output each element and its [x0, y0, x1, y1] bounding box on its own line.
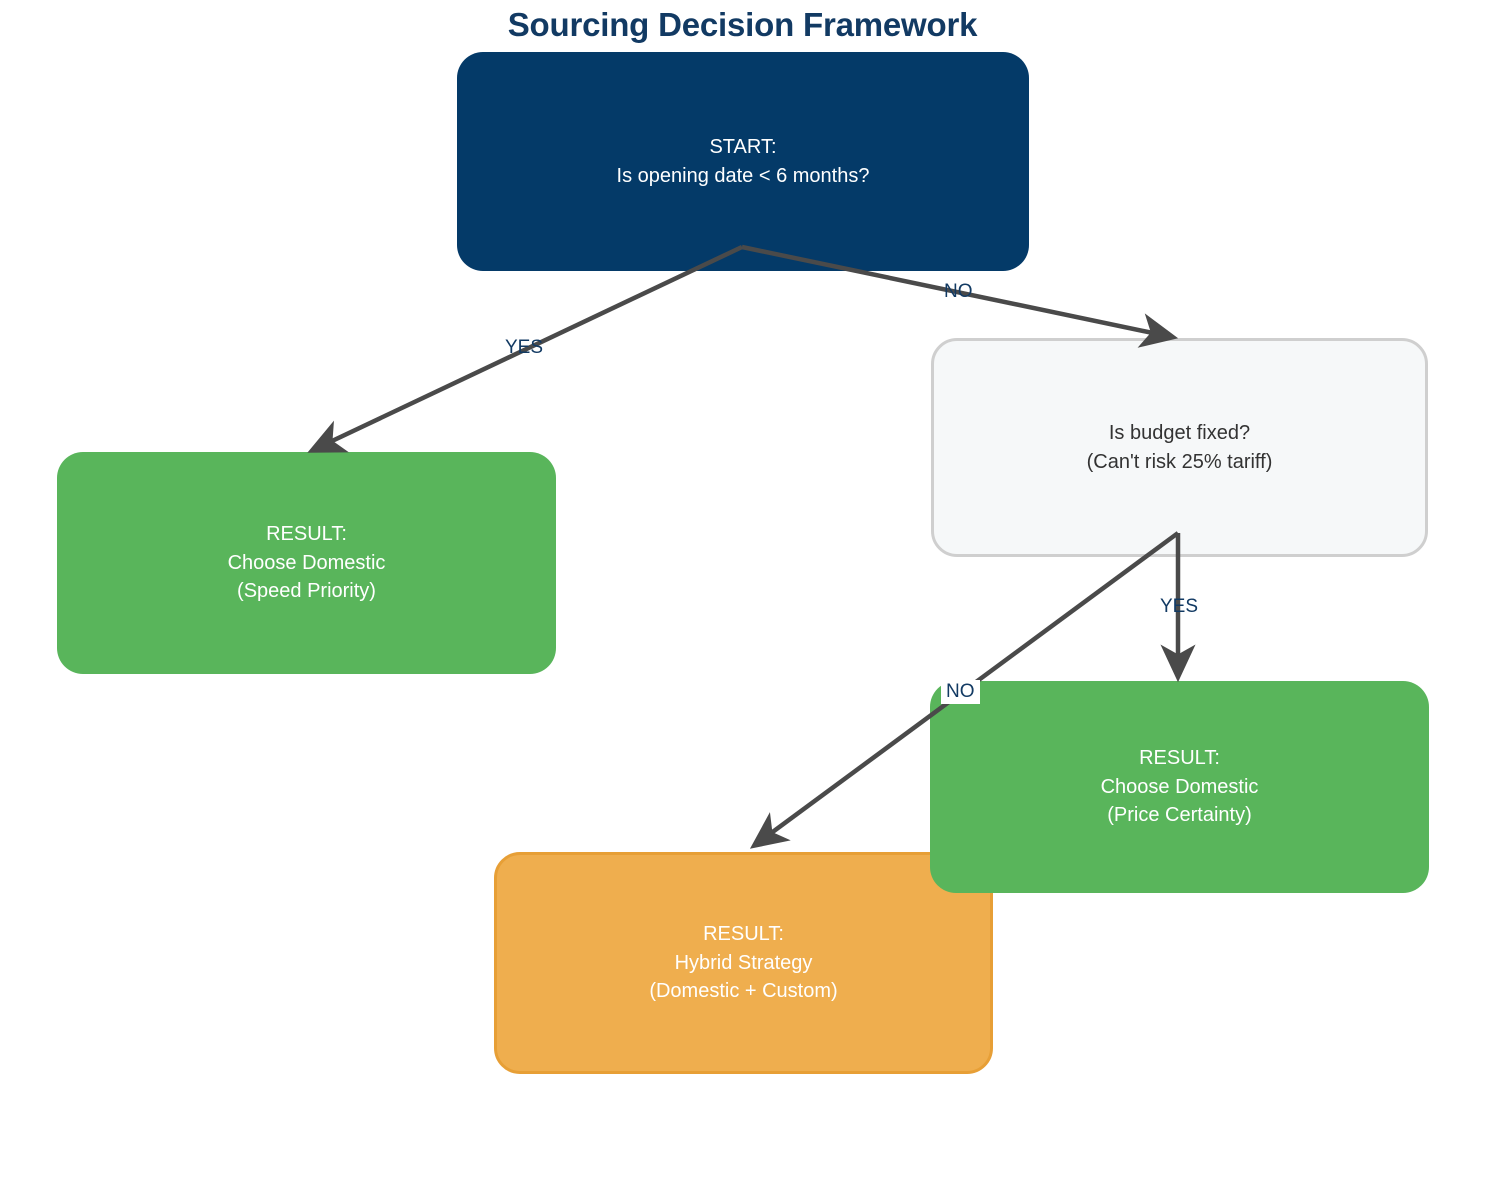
- edge-label-budget-no: NO: [941, 680, 980, 704]
- node-start[interactable]: START: Is opening date < 6 months?: [457, 52, 1029, 271]
- page-title: Sourcing Decision Framework: [507, 6, 978, 43]
- node-result-speed-priority[interactable]: RESULT: Choose Domestic (Speed Priority): [57, 452, 556, 674]
- node-decision-budget[interactable]: Is budget fixed? (Can't risk 25% tariff): [931, 338, 1428, 557]
- node-result-hybrid-strategy[interactable]: RESULT: Hybrid Strategy (Domestic + Cust…: [494, 852, 993, 1074]
- node-result-price-certainty[interactable]: RESULT: Choose Domestic (Price Certainty…: [930, 681, 1429, 893]
- edge-label-start-yes: YES: [505, 337, 544, 358]
- edge-label-budget-yes: YES: [1160, 596, 1199, 617]
- edge-label-start-no: NO: [944, 281, 973, 302]
